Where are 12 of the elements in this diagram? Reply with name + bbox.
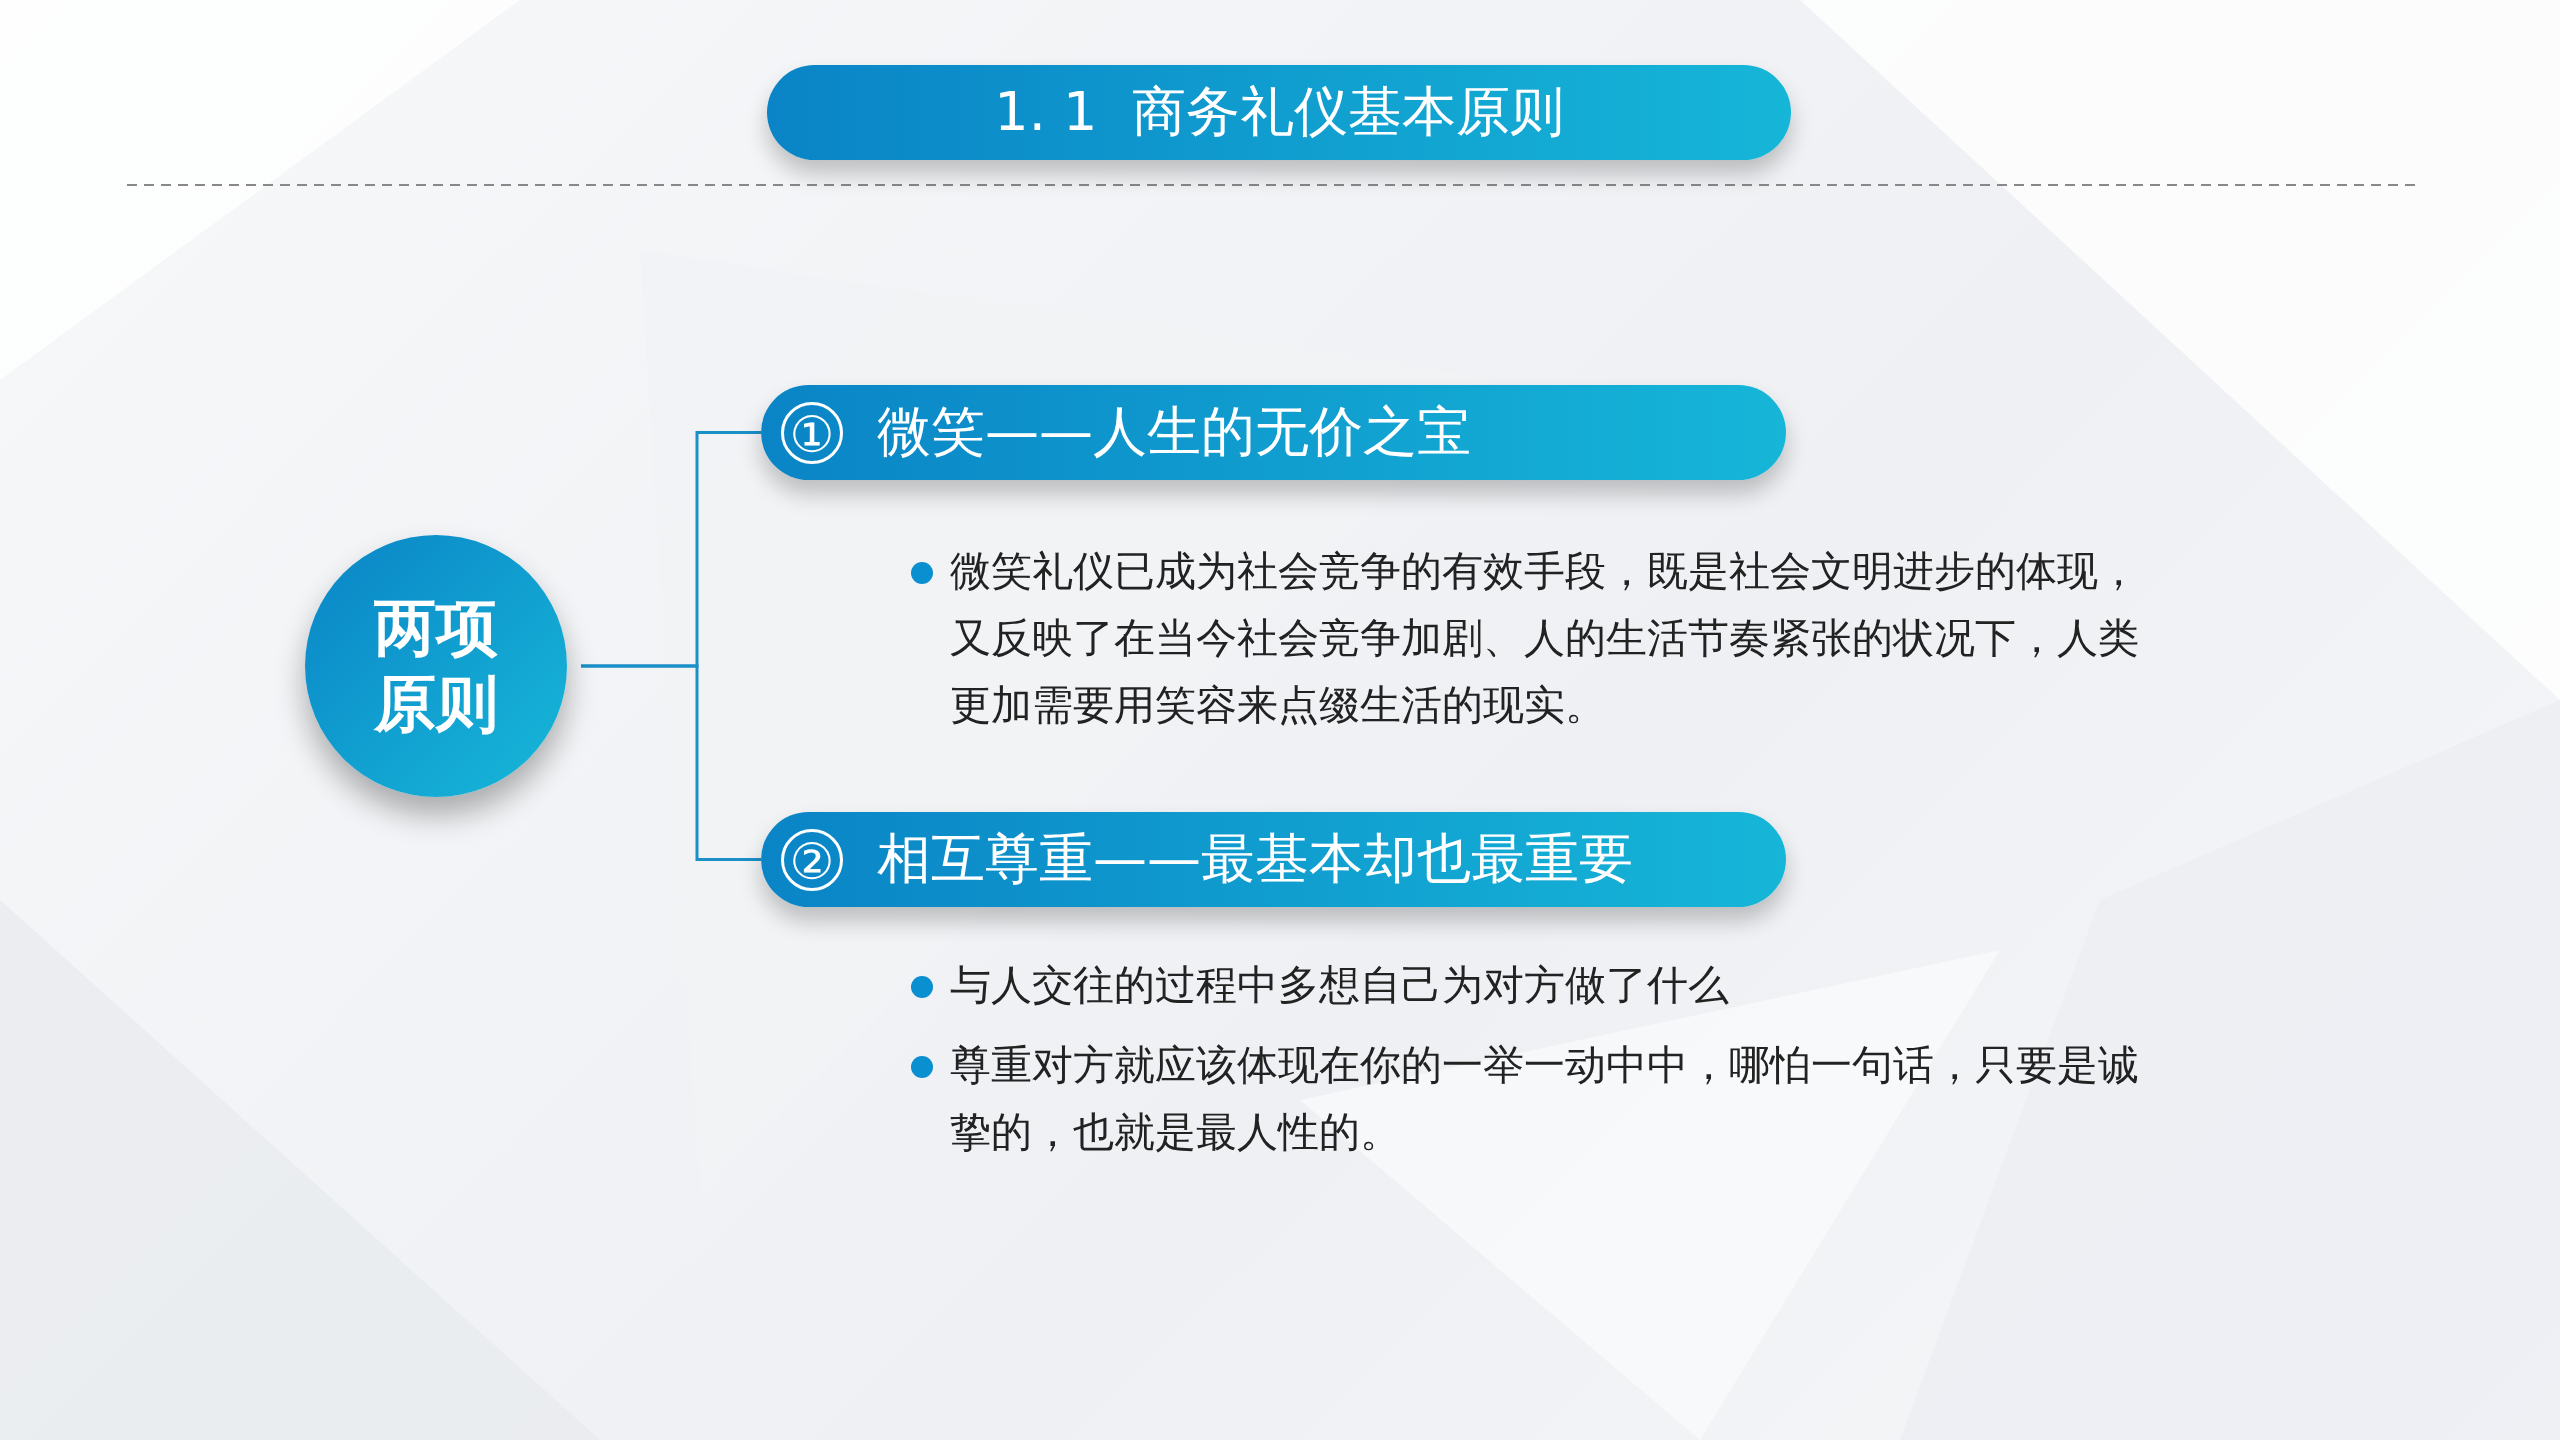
bullet-text: 微笑礼仪已成为社会竞争的有效手段，既是社会文明进步的体现，又反映了在当今社会竞争加剧、人的生活节奏紧张的状况下，人类更加需要用笑容来点缀生活的现实。 [903, 538, 2163, 739]
connector-line [581, 664, 761, 861]
heading-text: 相互尊重——最基本却也最重要 [877, 826, 1633, 892]
heading-pill [761, 812, 1786, 907]
bullet-text: 与人交往的过程中多想自己为对方做了什么 [903, 952, 2163, 1019]
title-banner: 1. 1 商务礼仪基本原则 [767, 65, 1791, 160]
topic-text: 两项原则 [372, 590, 499, 742]
heading-pill [761, 385, 1786, 480]
bullet-text: 尊重对方就应该体现在你的一举一动中中，哪怕一句话，只要是诚挚的，也就是最人性的。 [903, 1032, 2163, 1166]
heading-text: 微笑——人生的无价之宝 [877, 399, 1471, 465]
number-badge: ① [781, 401, 843, 464]
number-badge: ② [781, 828, 843, 891]
